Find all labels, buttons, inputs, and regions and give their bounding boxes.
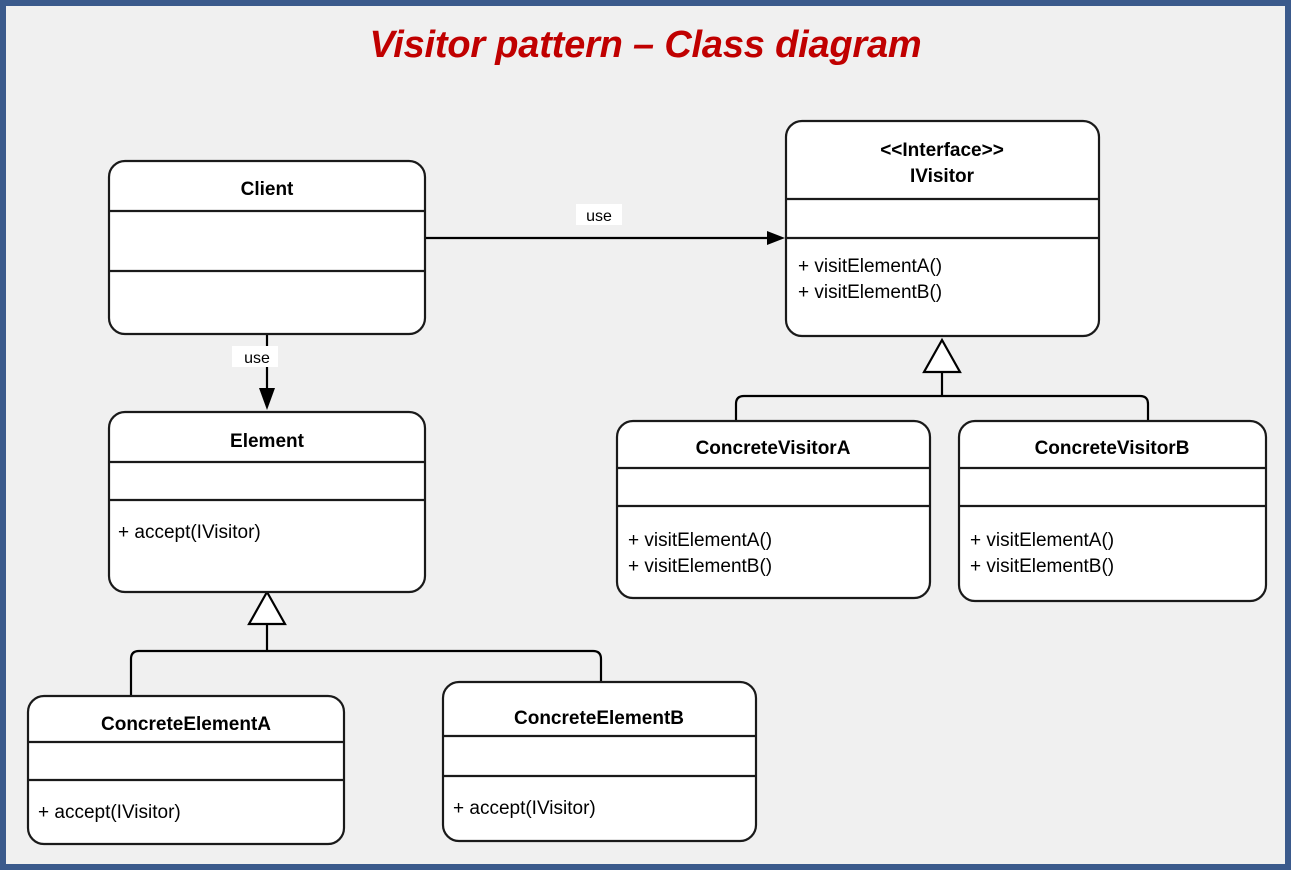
class-box-outline (615, 419, 932, 600)
relationship-client-uses-ivisitor: use (425, 204, 785, 245)
class-box-outline (107, 410, 427, 594)
class-method-ivisitor-1: + visitElementB() (798, 282, 942, 303)
class-box-outline (784, 119, 1101, 338)
class-method-concrete-visitor-b-0: + visitElementA() (970, 530, 1114, 551)
class-name-concrete-visitor-a: ConcreteVisitorA (696, 438, 851, 459)
class-box-outline (26, 694, 346, 846)
generalization-elements-to-element (129, 589, 603, 696)
class-method-element-0: + accept(IVisitor) (118, 522, 261, 543)
class-name-client: Client (241, 179, 294, 200)
uml-class-diagram: IVisitor ============ --> use Element ==… (26, 119, 1268, 846)
class-box-concrete-visitor-a[interactable]: ConcreteVisitorA + visitElementA() + vis… (615, 419, 932, 600)
class-name-concrete-element-a: ConcreteElementA (101, 714, 271, 735)
class-box-ivisitor[interactable]: <<Interface>> IVisitor + visitElementA()… (784, 119, 1101, 338)
class-method-concrete-element-b-0: + accept(IVisitor) (453, 798, 596, 819)
class-method-ivisitor-0: + visitElementA() (798, 256, 942, 277)
class-box-client[interactable]: Client (107, 159, 427, 336)
class-method-concrete-visitor-b-1: + visitElementB() (970, 556, 1114, 577)
relationship-client-uses-element: use (232, 334, 278, 410)
class-method-concrete-element-a-0: + accept(IVisitor) (38, 802, 181, 823)
class-name-ivisitor: IVisitor (910, 166, 975, 187)
class-name-concrete-element-b: ConcreteElementB (514, 708, 684, 729)
class-method-concrete-visitor-a-1: + visitElementB() (628, 556, 772, 577)
class-name-concrete-visitor-b: ConcreteVisitorB (1035, 438, 1190, 459)
label-backdrop (576, 204, 622, 225)
generalization-triangle-icon (247, 589, 287, 626)
class-box-concrete-visitor-b[interactable]: ConcreteVisitorB + visitElementA() + vis… (957, 419, 1268, 603)
generalization-bus (734, 394, 1150, 421)
class-method-concrete-visitor-a-0: + visitElementA() (628, 530, 772, 551)
relationship-label-use-element: use (244, 350, 270, 367)
page-title: Visitor pattern – Class diagram (369, 24, 922, 66)
label-backdrop (232, 346, 278, 367)
relationship-label-use-ivisitor: use (586, 208, 612, 225)
arrowhead-icon (259, 388, 275, 410)
class-box-outline (957, 419, 1268, 603)
generalization-bus (129, 649, 603, 696)
class-name-element: Element (230, 431, 305, 452)
class-box-outline (107, 159, 427, 336)
generalization-visitors-to-ivisitor (734, 337, 1150, 421)
arrowhead-icon (767, 231, 785, 245)
generalization-triangle-icon (922, 337, 962, 374)
class-stereotype-ivisitor: <<Interface>> (880, 140, 1004, 161)
class-box-concrete-element-a[interactable]: ConcreteElementA + accept(IVisitor) (26, 694, 346, 846)
class-box-element[interactable]: Element + accept(IVisitor) (107, 410, 427, 594)
class-box-outline (441, 680, 758, 843)
class-box-concrete-element-b[interactable]: ConcreteElementB + accept(IVisitor) (441, 680, 758, 843)
